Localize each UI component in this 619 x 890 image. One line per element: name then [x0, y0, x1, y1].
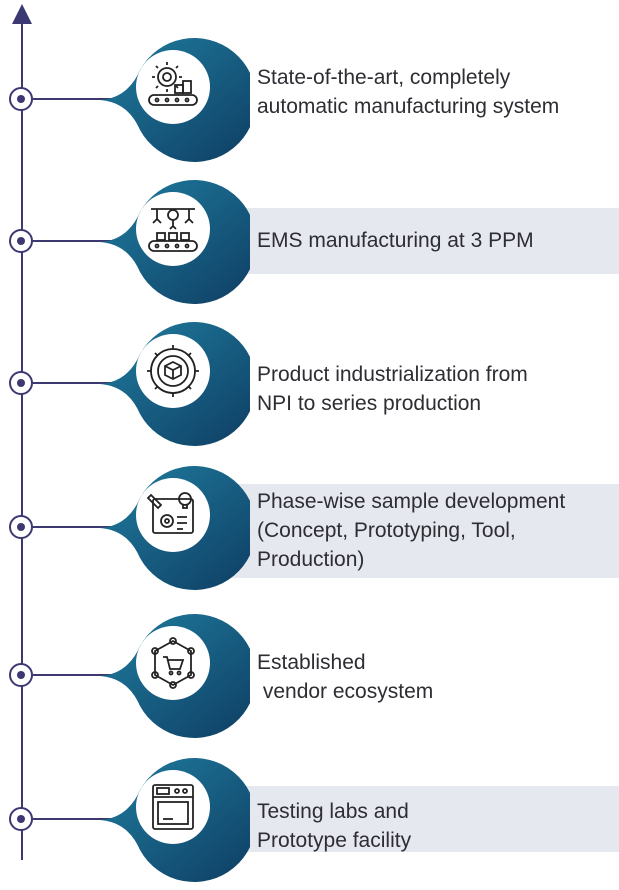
item-badge [100, 606, 250, 746]
connector-line [22, 98, 122, 100]
item-badge [100, 458, 250, 598]
timeline-line [21, 18, 23, 860]
item-label: Product industrialization from NPI to se… [257, 363, 528, 415]
timeline-node [9, 663, 33, 687]
item-band [210, 484, 619, 578]
timeline-item-automatic-manufacturing: State-of-the-art, completely automatic m… [0, 30, 619, 170]
gear-box-icon [143, 341, 203, 401]
timeline-node [9, 515, 33, 539]
timeline-item-sample-development: Phase-wise sample development (Concept, … [0, 458, 619, 598]
item-badge [100, 314, 250, 454]
timeline-node [9, 807, 33, 831]
timeline-item-testing-labs: Testing labs and Prototype facility [0, 750, 619, 890]
lab-oven-icon [143, 777, 203, 837]
item-label: Established vendor ecosystem [257, 651, 434, 703]
item-badge [100, 172, 250, 312]
connector-line [22, 382, 122, 384]
timeline-node [9, 371, 33, 395]
connector-line [22, 240, 122, 242]
blueprint-idea-icon [143, 485, 203, 545]
connector-line [22, 526, 122, 528]
item-band [210, 208, 619, 274]
item-badge [100, 750, 250, 890]
timeline-node [9, 229, 33, 253]
item-label: State-of-the-art, completely automatic m… [257, 66, 560, 118]
item-label: Testing labs and Prototype facility [257, 800, 412, 852]
robotic-assembly-line-icon [143, 199, 203, 259]
timeline-node [9, 87, 33, 111]
factory-gears-conveyor-icon [143, 57, 203, 117]
item-label: Phase-wise sample development (Concept, … [257, 490, 566, 571]
item-label: EMS manufacturing at 3 PPM [257, 229, 534, 252]
item-badge [100, 30, 250, 170]
timeline-arrow-head [12, 4, 32, 24]
connector-line [22, 818, 122, 820]
timeline-item-product-industrialization: Product industrialization from NPI to se… [0, 314, 619, 454]
timeline-item-ems-manufacturing: EMS manufacturing at 3 PPM [0, 172, 619, 312]
shopping-cart-network-icon [143, 633, 203, 693]
timeline-item-vendor-ecosystem: Established vendor ecosystem [0, 606, 619, 746]
item-band [210, 786, 619, 852]
connector-line [22, 674, 122, 676]
